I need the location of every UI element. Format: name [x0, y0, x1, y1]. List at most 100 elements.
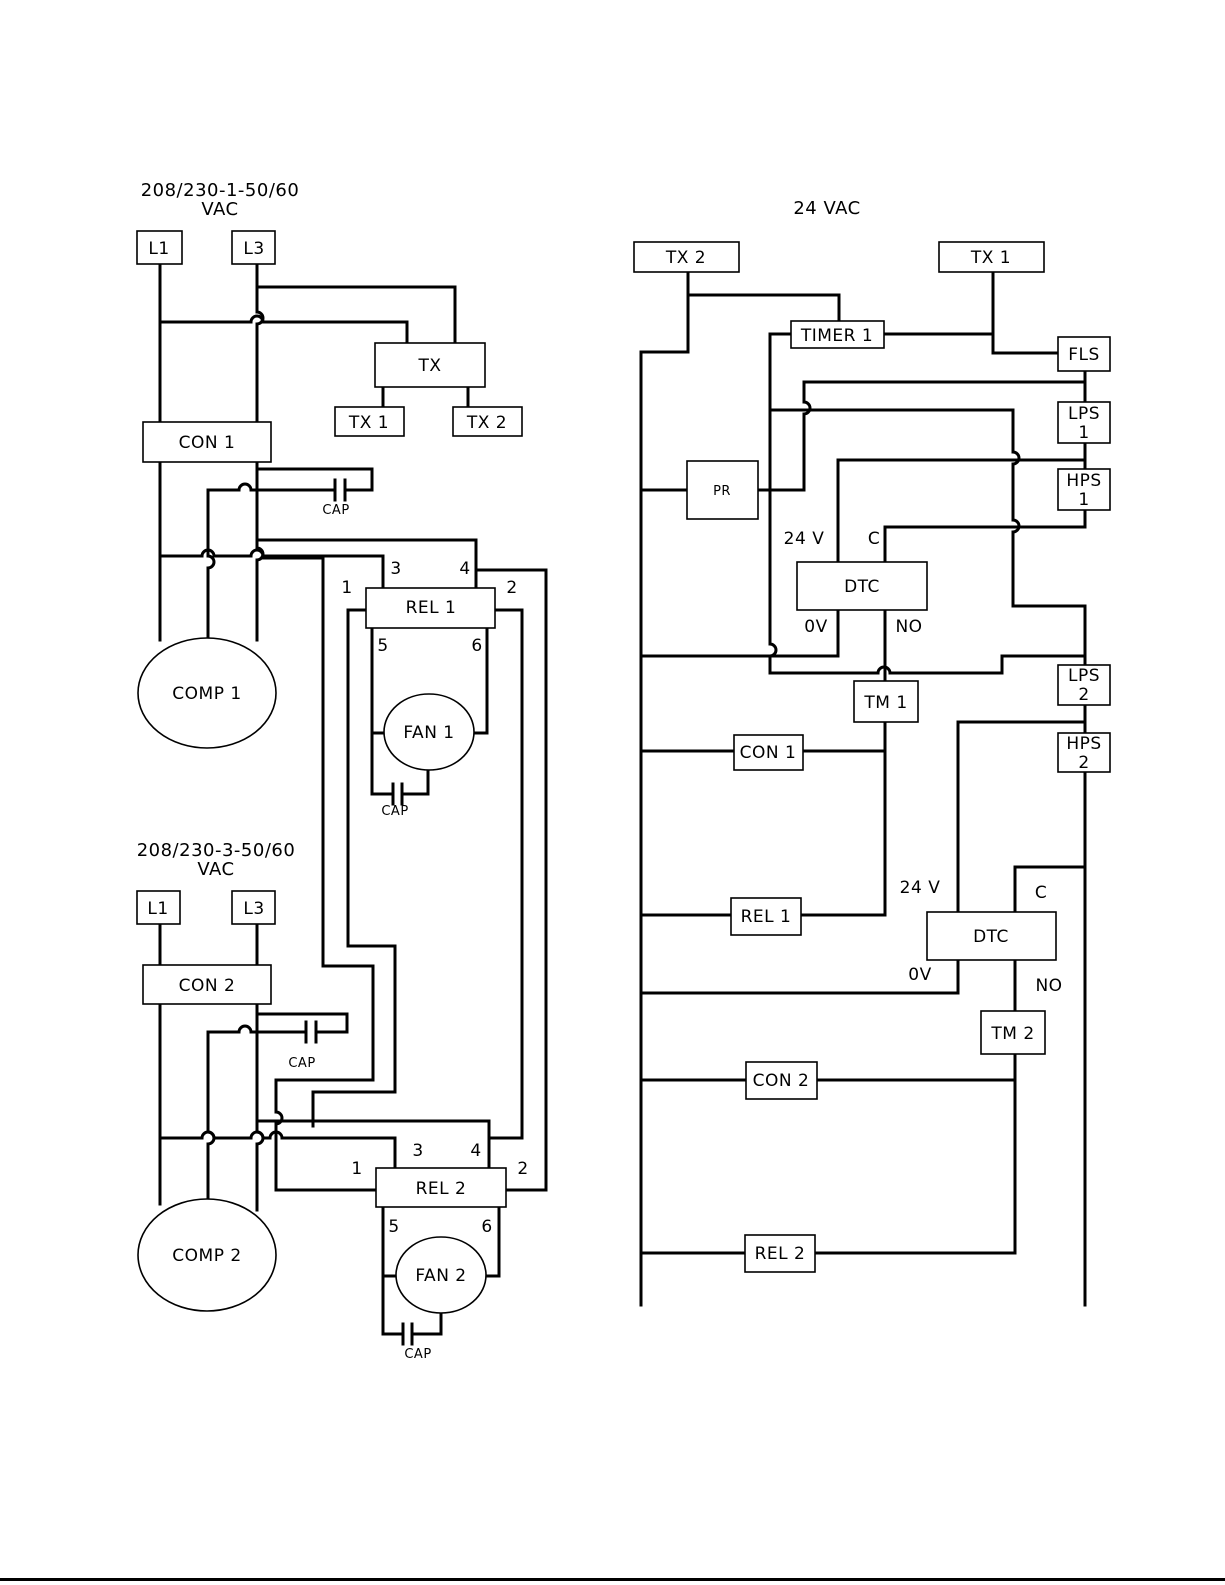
rel2-pin-4: 4 — [470, 1141, 481, 1161]
svg-text:REL 1: REL 1 — [741, 907, 792, 927]
svg-text:FAN 1: FAN 1 — [403, 723, 454, 743]
dtc1-0v-label: 0V — [804, 617, 827, 637]
switch-fls: FLS — [1058, 337, 1110, 371]
dtc1-c-label: C — [868, 529, 880, 549]
svg-text:COMP 2: COMP 2 — [172, 1246, 241, 1266]
pressure-relay-pr: PR — [687, 461, 758, 519]
defrost-control-dtc-2: DTC — [927, 912, 1056, 960]
svg-text:REL 1: REL 1 — [406, 598, 457, 618]
switch-hps-2: HPS 2 — [1058, 733, 1110, 773]
cap-label-2: CAP — [381, 804, 408, 819]
terminal-l1-top: L1 — [137, 231, 182, 264]
control-tx1-terminal: TX 1 — [939, 242, 1044, 272]
supply1-voltage-line2: VAC — [201, 199, 238, 220]
svg-text:COMP 1: COMP 1 — [172, 684, 241, 704]
svg-text:L3: L3 — [243, 239, 264, 259]
svg-text:LPS: LPS — [1068, 666, 1100, 686]
dtc2-0v-label: 0V — [908, 965, 931, 985]
relay-rel2: REL 2 — [376, 1168, 506, 1207]
transformer-tx2-terminal: TX 2 — [453, 407, 522, 436]
supply1-voltage-line1: 208/230-1-50/60 — [141, 180, 300, 201]
rel2-pin-6: 6 — [481, 1217, 492, 1237]
coil-rel2: REL 2 — [745, 1235, 815, 1272]
transformer-tx1-terminal: TX 1 — [335, 407, 404, 436]
contactor-con2: CON 2 — [143, 965, 271, 1004]
svg-text:LPS: LPS — [1068, 404, 1100, 424]
coil-con2: CON 2 — [746, 1062, 817, 1099]
transformer-tx: TX — [375, 343, 485, 387]
terminal-l3-bottom: L3 — [232, 891, 275, 924]
cap-label-1: CAP — [322, 503, 349, 518]
svg-text:FLS: FLS — [1068, 345, 1100, 365]
control-tx2-terminal: TX 2 — [634, 242, 739, 272]
svg-text:CON 2: CON 2 — [753, 1071, 810, 1091]
svg-text:CON 1: CON 1 — [179, 433, 236, 453]
rel2-pin-2: 2 — [517, 1159, 528, 1179]
svg-text:REL 2: REL 2 — [755, 1244, 806, 1264]
control-voltage-label: 24 VAC — [793, 198, 860, 219]
svg-text:TM 2: TM 2 — [990, 1024, 1034, 1044]
svg-text:TIMER 1: TIMER 1 — [800, 326, 873, 346]
svg-text:CON 1: CON 1 — [740, 743, 797, 763]
switch-lps-2: LPS 2 — [1058, 665, 1110, 705]
svg-text:L1: L1 — [147, 899, 168, 919]
svg-text:1: 1 — [1078, 423, 1089, 443]
control-wiring — [641, 272, 1085, 1305]
rel1-pin-1: 1 — [341, 578, 352, 598]
dtc2-c-label: C — [1035, 883, 1047, 903]
switch-lps-1: LPS 1 — [1058, 402, 1110, 443]
svg-text:HPS: HPS — [1066, 471, 1101, 491]
rel2-pin-3: 3 — [412, 1141, 423, 1161]
svg-text:REL 2: REL 2 — [416, 1179, 467, 1199]
rel1-pin-6: 6 — [471, 636, 482, 656]
dtc1-24v-label: 24 V — [784, 529, 825, 549]
svg-text:1: 1 — [1078, 490, 1089, 510]
page-bottom-rule — [0, 1578, 1225, 1581]
compressor-comp1: COMP 1 — [138, 638, 276, 748]
svg-text:L3: L3 — [243, 899, 264, 919]
defrost-control-dtc-1: DTC — [797, 562, 927, 610]
svg-text:TM 1: TM 1 — [863, 693, 907, 713]
rel1-pin-4: 4 — [459, 559, 470, 579]
switch-hps-1: HPS 1 — [1058, 469, 1110, 510]
fan-motor-fan1: FAN 1 — [384, 694, 474, 770]
dtc2-no-label: NO — [1035, 976, 1062, 996]
timer-1: TIMER 1 — [791, 321, 884, 348]
svg-text:TX 1: TX 1 — [970, 248, 1011, 268]
svg-text:TX 2: TX 2 — [466, 413, 507, 433]
terminal-l1-bottom: L1 — [137, 891, 180, 924]
svg-text:HPS: HPS — [1066, 734, 1101, 754]
svg-text:2: 2 — [1078, 753, 1089, 773]
coil-rel1: REL 1 — [731, 898, 801, 935]
svg-text:PR: PR — [713, 484, 731, 499]
dtc1-no-label: NO — [895, 617, 922, 637]
svg-text:TX 1: TX 1 — [348, 413, 389, 433]
svg-text:FAN 2: FAN 2 — [415, 1266, 466, 1286]
svg-text:2: 2 — [1078, 685, 1089, 705]
cap-label-4: CAP — [404, 1347, 431, 1362]
rel1-pin-3: 3 — [390, 559, 401, 579]
svg-text:DTC: DTC — [844, 577, 880, 597]
svg-text:CON 2: CON 2 — [179, 976, 236, 996]
svg-text:TX 2: TX 2 — [665, 248, 706, 268]
rel2-pin-1: 1 — [351, 1159, 362, 1179]
contactor-con1: CON 1 — [143, 422, 271, 462]
coil-con1: CON 1 — [734, 735, 803, 770]
rel1-pin-5: 5 — [377, 636, 388, 656]
terminal-l3-top: L3 — [232, 231, 275, 264]
supply2-voltage-line1: 208/230-3-50/60 — [137, 840, 296, 861]
rel1-pin-2: 2 — [506, 578, 517, 598]
timer-tm2: TM 2 — [981, 1011, 1045, 1054]
fan-motor-fan2: FAN 2 — [396, 1237, 486, 1313]
cap-label-3: CAP — [288, 1056, 315, 1071]
supply2-voltage-line2: VAC — [197, 859, 234, 880]
svg-text:DTC: DTC — [973, 927, 1009, 947]
compressor-comp2: COMP 2 — [138, 1199, 276, 1311]
rel2-pin-5: 5 — [388, 1217, 399, 1237]
relay-rel1: REL 1 — [366, 588, 495, 628]
svg-text:L1: L1 — [148, 239, 169, 259]
svg-text:TX: TX — [417, 356, 441, 376]
dtc2-24v-label: 24 V — [900, 878, 941, 898]
timer-tm1: TM 1 — [854, 681, 918, 722]
